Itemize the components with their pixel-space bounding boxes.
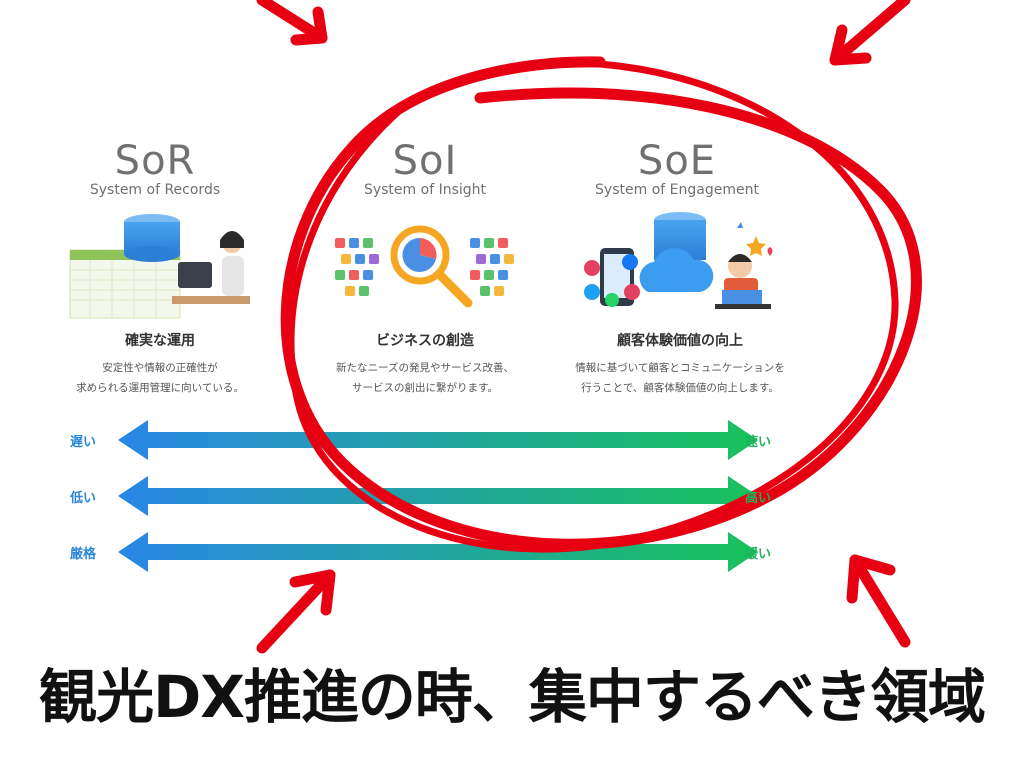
axis-strictness-right-label: 緩い — [745, 547, 772, 562]
soe-subtitle: System of Engagement — [595, 182, 759, 198]
soi-illustration-icon — [335, 225, 514, 308]
soe-title: SoE — [637, 138, 717, 184]
axis-arrows — [118, 420, 758, 572]
arrow-top-left-icon — [256, 0, 328, 46]
sor-title: SoR — [114, 138, 196, 184]
soe-desc-line1: 情報に基づいて顧客とコミュニケーションを — [575, 362, 785, 374]
caption: 観光DX推進の時、集中するべき領域 — [39, 663, 986, 731]
soi-desc-line1: 新たなニーズの発見やサービス改善、 — [336, 362, 514, 374]
sor-heading: 確実な運用 — [125, 333, 195, 349]
axis-speed-right-label: 速い — [745, 435, 772, 450]
arrow-top-right-icon — [829, 0, 911, 66]
soe-heading: 顧客体験価値の向上 — [617, 333, 743, 349]
axis-speed-left-label: 遅い — [70, 435, 97, 450]
soi-desc-line2: サービスの創出に繋がります。 — [352, 382, 498, 394]
soi-heading: ビジネスの創造 — [376, 333, 474, 349]
arrow-bottom-left-icon — [256, 569, 336, 654]
red-annotation — [256, 0, 922, 654]
axis-level-left-label: 低い — [70, 491, 97, 506]
soe-desc-line2: 行うことで、顧客体験価値の向上します。 — [581, 382, 779, 394]
soi-title: SoI — [392, 138, 458, 184]
sor-desc-line2: 求められる運用管理に向いている。 — [76, 382, 244, 394]
soi-subtitle: System of Insight — [363, 182, 487, 198]
axis-level-right-label: 高い — [745, 491, 772, 506]
sor-subtitle: System of Records — [89, 182, 221, 198]
axis-strictness-left-label: 厳格 — [70, 547, 97, 562]
sor-illustration-icon — [69, 214, 250, 319]
arrow-bottom-right-icon — [846, 554, 911, 648]
annotation-ellipse-inner — [287, 60, 899, 553]
soe-illustration-icon — [584, 212, 773, 309]
arrow-speed — [118, 420, 758, 460]
arrow-strictness — [118, 532, 758, 572]
arrow-level — [118, 476, 758, 516]
sor-desc-line1: 安定性や情報の正確性が — [102, 362, 218, 374]
